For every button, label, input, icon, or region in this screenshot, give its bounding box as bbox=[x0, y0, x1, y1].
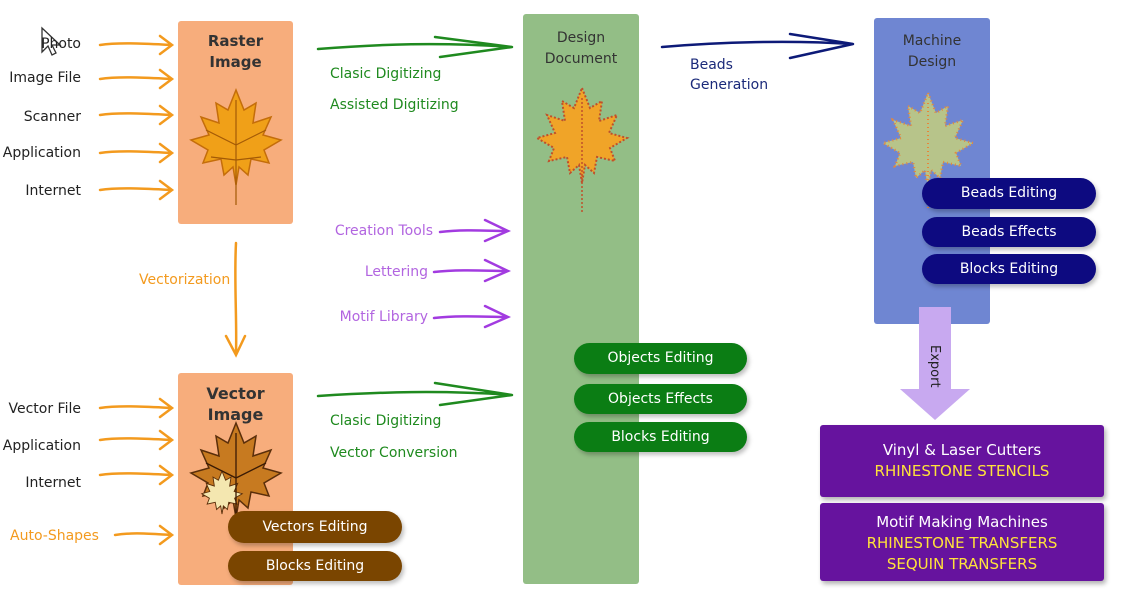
objects-editing-button[interactable]: Objects Editing bbox=[574, 343, 747, 374]
label-creation-tools: Creation Tools bbox=[334, 223, 433, 239]
rhinestone-stencils-label: RHINESTONE STENCILS bbox=[874, 462, 1050, 480]
input-auto-shapes: Auto-Shapes bbox=[10, 528, 99, 544]
input-image-file: Image File bbox=[9, 70, 81, 86]
blocks-editing-button-vector[interactable]: Blocks Editing bbox=[228, 551, 402, 581]
design-leaf-image bbox=[536, 87, 628, 213]
vinyl-laser-cutters-box: Vinyl & Laser Cutters RHINESTONE STENCIL… bbox=[820, 425, 1104, 497]
rhinestone-transfers-label: RHINESTONE TRANSFERS bbox=[866, 534, 1058, 552]
export-arrow bbox=[900, 307, 970, 420]
raster-leaf-image bbox=[190, 89, 282, 205]
objects-effects-button[interactable]: Objects Effects bbox=[574, 384, 747, 414]
blocks-editing-button-machine[interactable]: Blocks Editing bbox=[922, 254, 1096, 284]
beads-editing-button[interactable]: Beads Editing bbox=[922, 178, 1096, 209]
input-photo: Photo bbox=[41, 36, 81, 52]
input-application-2: Application bbox=[2, 438, 81, 454]
machine-leaf-image bbox=[881, 91, 975, 208]
label-vector-conversion: Vector Conversion bbox=[330, 445, 458, 461]
export-label: Export bbox=[927, 345, 942, 388]
vectors-editing-button[interactable]: Vectors Editing bbox=[228, 511, 402, 543]
blocks-editing-button[interactable]: Blocks Editing bbox=[574, 422, 747, 452]
label-clasic-digitizing-2: Clasic Digitizing bbox=[330, 413, 442, 429]
motif-making-machines-label: Motif Making Machines bbox=[876, 513, 1048, 531]
motif-making-machines-box: Motif Making Machines RHINESTONE TRANSFE… bbox=[820, 503, 1104, 581]
beads-effects-button[interactable]: Beads Effects bbox=[922, 217, 1096, 247]
input-internet: Internet bbox=[25, 183, 81, 199]
input-vector-file: Vector File bbox=[8, 401, 82, 417]
label-assisted-digitizing: Assisted Digitizing bbox=[330, 97, 459, 113]
vinyl-laser-cutters-label: Vinyl & Laser Cutters bbox=[882, 441, 1042, 459]
label-lettering: Lettering bbox=[364, 264, 428, 280]
vectorization-label: Vectorization bbox=[139, 272, 231, 288]
sequin-transfers-label: SEQUIN TRANSFERS bbox=[886, 555, 1038, 573]
input-application: Application bbox=[2, 145, 81, 161]
input-scanner: Scanner bbox=[23, 109, 81, 125]
label-motif-library: Motif Library bbox=[339, 309, 428, 325]
label-clasic-digitizing: Clasic Digitizing bbox=[330, 66, 442, 82]
mouse-cursor-icon bbox=[41, 26, 62, 56]
input-internet-2: Internet bbox=[25, 475, 81, 491]
